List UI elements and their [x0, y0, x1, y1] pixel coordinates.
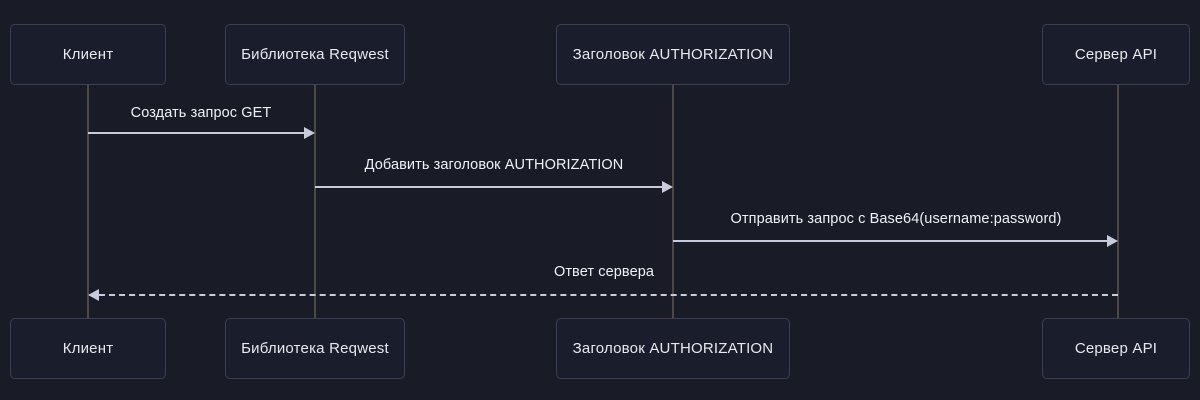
message-line-1	[88, 132, 304, 134]
message-arrowhead-2	[662, 181, 673, 193]
participant-label: Сервер API	[1074, 340, 1158, 357]
participant-label: Заголовок AUTHORIZATION	[572, 46, 774, 63]
message-arrowhead-1	[304, 127, 315, 139]
participant-label: Библиотека Reqwest	[241, 46, 389, 63]
participant-label: Клиент	[62, 340, 114, 357]
message-arrowhead-3	[1107, 235, 1118, 247]
message-line-4	[99, 294, 1118, 296]
participant-box-reqwest-bottom[interactable]: Библиотека Reqwest	[225, 318, 405, 379]
message-label-3: Отправить запрос с Base64(username:passw…	[730, 211, 1062, 227]
participant-label: Библиотека Reqwest	[241, 340, 389, 357]
lifeline-reqwest	[314, 85, 316, 318]
lifeline-api-server	[1117, 85, 1119, 318]
participant-box-api-server-top[interactable]: Сервер API	[1042, 24, 1190, 85]
participant-label: Заголовок AUTHORIZATION	[572, 340, 774, 357]
message-label-2: Добавить заголовок AUTHORIZATION	[364, 157, 624, 173]
participant-box-client-top[interactable]: Клиент	[10, 24, 166, 85]
participant-label: Клиент	[62, 46, 114, 63]
participant-box-api-server-bottom[interactable]: Сервер API	[1042, 318, 1190, 379]
message-line-2	[315, 186, 662, 188]
participant-label: Сервер API	[1074, 46, 1158, 63]
lifeline-auth-header	[672, 85, 674, 318]
message-label-4: Ответ сервера	[553, 264, 655, 280]
participant-box-client-bottom[interactable]: Клиент	[10, 318, 166, 379]
lifeline-client	[87, 85, 89, 318]
participant-box-reqwest-top[interactable]: Библиотека Reqwest	[225, 24, 405, 85]
message-label-1: Создать запрос GET	[130, 105, 272, 121]
participant-box-auth-header-top[interactable]: Заголовок AUTHORIZATION	[556, 24, 790, 85]
message-line-3	[673, 240, 1107, 242]
participant-box-auth-header-bottom[interactable]: Заголовок AUTHORIZATION	[556, 318, 790, 379]
message-arrowhead-4	[88, 289, 99, 301]
